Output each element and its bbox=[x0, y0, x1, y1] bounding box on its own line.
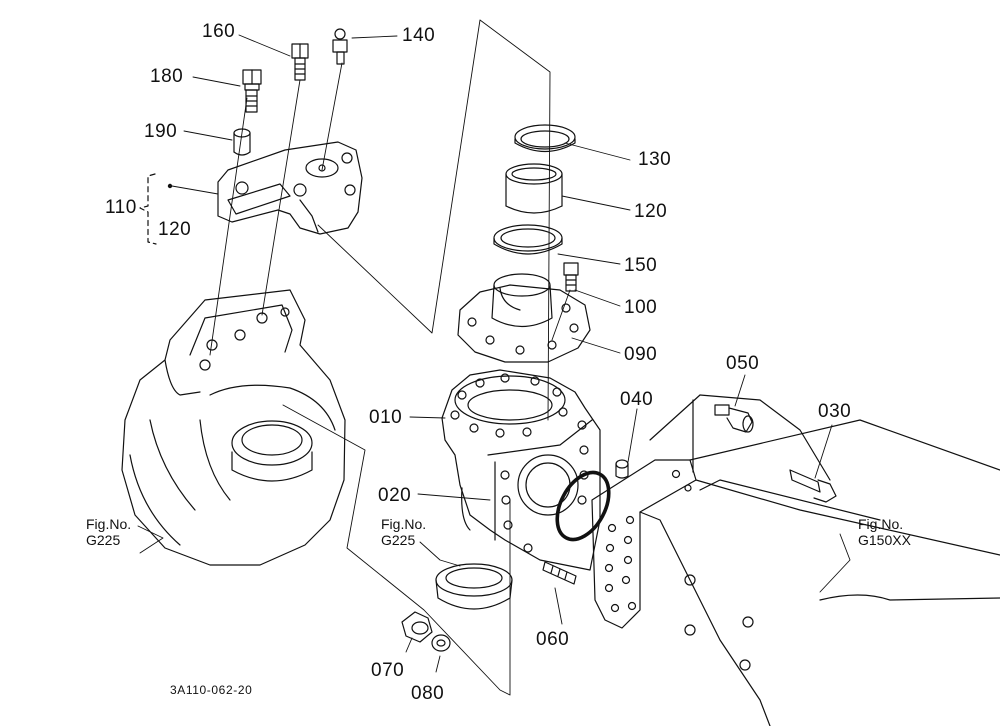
label-part-110: 110 bbox=[105, 197, 137, 218]
figref-left: Fig.No. G225 bbox=[86, 516, 131, 548]
label-part-190: 190 bbox=[144, 121, 178, 142]
figref-right-label: Fig.No. bbox=[858, 516, 904, 532]
part-120-bushing bbox=[506, 164, 562, 213]
part-150-seal bbox=[494, 225, 562, 254]
figref-left-label: Fig.No. bbox=[86, 516, 132, 532]
part-090-cap bbox=[458, 274, 590, 362]
figref-center-code: G225 bbox=[381, 532, 416, 548]
label-part-030: 030 bbox=[818, 401, 852, 422]
part-140-nipple bbox=[333, 29, 347, 64]
label-part-080: 080 bbox=[411, 683, 445, 704]
part-100-bolt bbox=[564, 263, 578, 291]
label-part-180: 180 bbox=[150, 66, 184, 87]
label-part-140: 140 bbox=[402, 25, 436, 46]
label-part-020: 020 bbox=[378, 485, 412, 506]
part-030-bolt bbox=[790, 470, 836, 502]
figref-right: Fig.No. G150XX bbox=[858, 516, 911, 548]
figref-left-code: G225 bbox=[86, 532, 121, 548]
label-part-070: 070 bbox=[371, 660, 405, 681]
label-part-040: 040 bbox=[620, 389, 654, 410]
part-050-stud bbox=[715, 405, 753, 432]
part-110-arm bbox=[218, 142, 362, 234]
assembly-lines bbox=[210, 20, 570, 695]
part-010-housing bbox=[442, 370, 600, 570]
figref-center: Fig.No. G225 bbox=[381, 516, 426, 548]
part-020-oring bbox=[547, 464, 620, 548]
label-part-120a: 120 bbox=[158, 219, 192, 240]
label-part-130: 130 bbox=[638, 149, 672, 170]
figref-center-label: Fig.No. bbox=[381, 516, 427, 532]
label-part-050: 050 bbox=[726, 353, 760, 374]
part-070-nut bbox=[402, 612, 432, 642]
part-190-collar bbox=[234, 129, 250, 155]
diagram-code: 3A110-062-20 bbox=[170, 683, 253, 697]
part-130-ring bbox=[515, 125, 575, 152]
label-part-010: 010 bbox=[369, 407, 403, 428]
part-060-stud bbox=[543, 562, 576, 584]
leader-lines bbox=[138, 35, 850, 672]
part-040-pin bbox=[616, 460, 628, 478]
center-seal bbox=[436, 564, 512, 609]
left-housing bbox=[122, 290, 345, 565]
right-axle bbox=[592, 395, 1000, 726]
part-080-washer bbox=[432, 635, 450, 651]
label-part-150: 150 bbox=[624, 255, 658, 276]
label-part-160: 160 bbox=[202, 21, 236, 42]
figref-right-code: G150XX bbox=[858, 532, 911, 548]
part-180-bolt bbox=[243, 70, 261, 112]
label-part-100: 100 bbox=[624, 297, 658, 318]
part-160-bolt bbox=[292, 44, 308, 80]
label-part-120b: 120 bbox=[634, 201, 668, 222]
bracket-110 bbox=[140, 174, 173, 244]
label-part-060: 060 bbox=[536, 629, 570, 650]
label-part-090: 090 bbox=[624, 344, 658, 365]
